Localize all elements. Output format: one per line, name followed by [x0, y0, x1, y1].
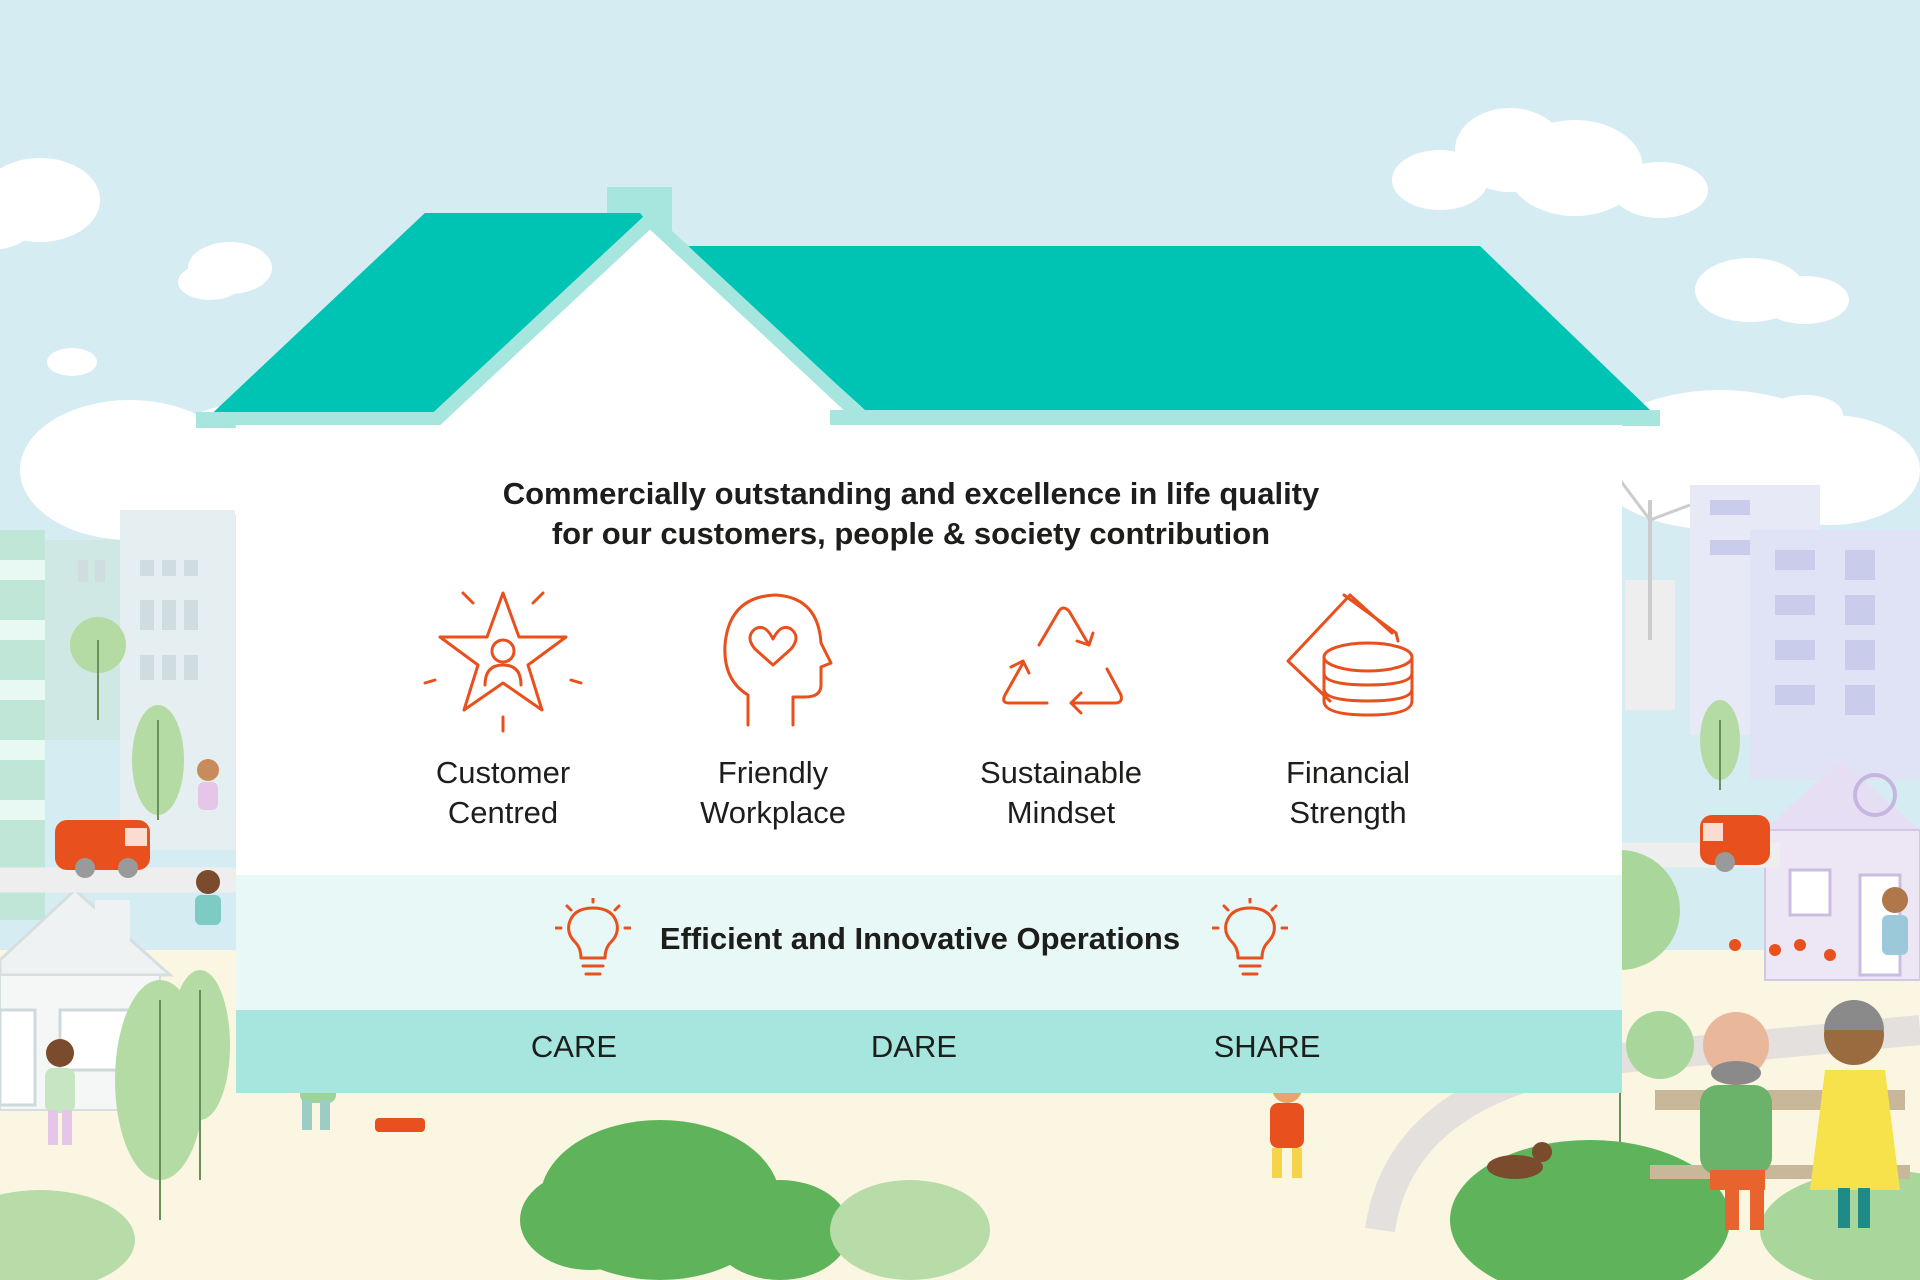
operations-label: Efficient and Innovative Operations: [659, 921, 1181, 956]
headline: Commercially outstanding and excellence …: [236, 474, 1586, 554]
value-care: CARE: [530, 1029, 618, 1064]
people: [45, 759, 1910, 1230]
pillar-financial-strength: Financial Strength: [1228, 585, 1468, 833]
flowers: [1729, 939, 1836, 961]
pillar-label-line-2: Strength: [1289, 795, 1407, 830]
pillar-label-line-2: Centred: [447, 795, 559, 830]
coins-icon: [1286, 593, 1414, 717]
right-buildings: [1618, 479, 1920, 981]
value-dare: DARE: [870, 1029, 958, 1064]
pillar-label-line-1: Sustainable: [979, 755, 1142, 790]
pillar-customer-centred: Customer Centred: [383, 585, 623, 833]
pillar-label-line-2: Mindset: [1006, 795, 1116, 830]
recycle-icon: [1002, 606, 1123, 715]
lightbulb-icon: [1212, 898, 1288, 976]
pillar-friendly-workplace: Friendly Workplace: [653, 585, 893, 833]
star-person-icon: [423, 591, 583, 733]
house-roof: [196, 187, 1660, 431]
headline-line-1: Commercially outstanding and excellence …: [502, 476, 1320, 511]
pillar-label-line-1: Friendly: [717, 755, 829, 790]
value-share: SHARE: [1213, 1029, 1321, 1064]
pillar-sustainable-mindset: Sustainable Mindset: [941, 585, 1181, 833]
values-band: [236, 1010, 1622, 1093]
pillar-label-line-2: Workplace: [700, 795, 846, 830]
operations-band: [236, 875, 1622, 1010]
pillar-label-line-1: Financial: [1285, 755, 1411, 790]
pillar-label-line-1: Customer: [435, 755, 571, 790]
van-icon: [55, 815, 1770, 878]
headline-line-2: for our customers, people & society cont…: [551, 516, 1271, 551]
lightbulb-icon: [555, 898, 631, 976]
head-heart-icon: [723, 593, 833, 727]
